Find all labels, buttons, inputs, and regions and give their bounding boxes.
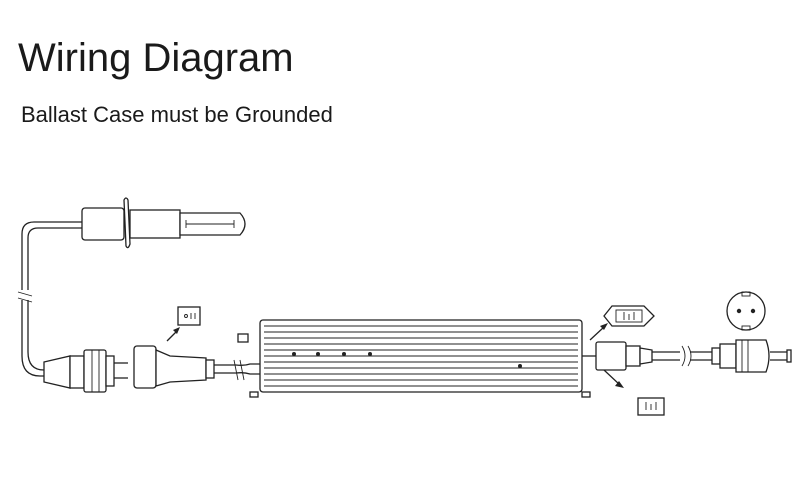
ballast-case <box>237 319 596 398</box>
schuko-socket-inset <box>726 291 766 331</box>
schuko-mains-plug <box>711 339 792 373</box>
lamp-connector-plug <box>43 349 128 393</box>
iec-power-plug <box>595 341 712 388</box>
socket-inset <box>166 306 201 342</box>
page-subtitle: Ballast Case must be Grounded <box>21 102 333 127</box>
iec-inlet-inset <box>589 305 655 341</box>
iec-socket-inset <box>637 397 665 416</box>
ballast-output-connector <box>133 345 260 389</box>
lamp-cable <box>17 221 82 377</box>
lamp <box>81 197 246 249</box>
page-title: Wiring Diagram <box>18 36 294 80</box>
